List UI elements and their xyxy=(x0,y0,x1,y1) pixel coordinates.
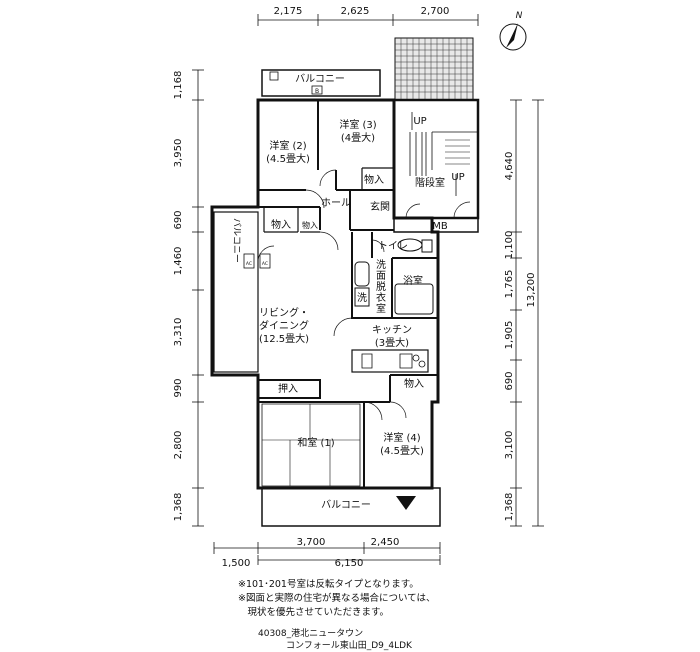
note-line-3: 現状を優先させていただきます。 xyxy=(238,607,390,618)
western2-label-2: (4.5畳大) xyxy=(266,152,310,165)
credit-line-2: コンフォール東山田_D9_4LDK xyxy=(286,641,412,651)
closet-b-label: 物入 xyxy=(302,220,318,230)
dim-right-total: 13,200 xyxy=(526,273,537,308)
stair-up-label-1: UP xyxy=(413,116,426,127)
bath-label: 浴室 xyxy=(403,274,423,287)
dim-left-7: 2,800 xyxy=(173,431,184,460)
japanese1-label: 和室 (1) xyxy=(297,436,334,449)
dim-right-2: 1,100 xyxy=(504,231,515,260)
dim-left-3: 690 xyxy=(173,210,184,229)
dim-right-1: 4,640 xyxy=(504,152,515,181)
ac-label-2: AC xyxy=(262,261,268,267)
western3-label-1: 洋室 (3) xyxy=(339,118,376,131)
dim-left-4: 1,460 xyxy=(173,247,184,276)
entrance-label: 玄関 xyxy=(370,200,390,213)
toilet-label: トイレ xyxy=(378,241,408,252)
dimension-lines xyxy=(192,14,544,565)
western3-label-2: (4畳大) xyxy=(341,131,375,144)
balcony-side-label: バルコニー xyxy=(231,218,242,263)
balcony-bottom-label: バルコニー xyxy=(321,499,371,511)
note-line-2: ※図面と実際の住宅が異なる場合については、 xyxy=(238,593,436,604)
ac-label-1: AC xyxy=(246,261,252,267)
western4-label-2: (4.5畳大) xyxy=(380,444,424,457)
credit-line-1: 40308_港北ニュータウン xyxy=(258,629,364,639)
western2-label-1: 洋室 (2) xyxy=(269,139,306,152)
washroom-label-5: 室 xyxy=(376,302,386,315)
mb-label: MB xyxy=(432,221,448,232)
stair-room-label: 階段室 xyxy=(415,176,445,189)
stair-up-label-2: UP xyxy=(451,172,464,183)
washroom-label-2: 面 xyxy=(376,271,386,282)
washroom-label-3: 脱 xyxy=(376,280,386,293)
oshiire-label: 押入 xyxy=(278,382,298,395)
kitchen-label-2: (3畳大) xyxy=(375,336,409,349)
note-line-1: ※101･201号室は反転タイプとなります。 xyxy=(238,579,419,590)
washroom-label-1: 洗 xyxy=(376,259,386,271)
stair-landing-grid xyxy=(394,37,474,101)
credit: 40308_港北ニュータウン コンフォール東山田_D9_4LDK xyxy=(258,628,412,652)
living-label-2: ダイニング xyxy=(259,319,309,332)
notes: ※101･201号室は反転タイプとなります。 ※図面と実際の住宅が異なる場合につ… xyxy=(238,578,698,620)
western4-label-1: 洋室 (4) xyxy=(383,431,420,444)
dim-left-2: 3,950 xyxy=(173,139,184,168)
dim-right-3: 1,765 xyxy=(504,270,515,299)
living-label-3: (12.5畳大) xyxy=(259,332,309,345)
walls xyxy=(210,69,480,527)
balcony-b-label: B xyxy=(315,88,319,95)
north-label: N xyxy=(516,11,523,21)
dim-right-4: 1,905 xyxy=(504,321,515,350)
dim-top-1: 2,175 xyxy=(274,6,303,17)
dim-left-6: 990 xyxy=(173,378,184,397)
dim-bottom-left: 1,500 xyxy=(222,558,251,569)
down-arrow-icon xyxy=(396,496,416,510)
balcony-top-label: バルコニー xyxy=(295,73,345,85)
kitchen-label-1: キッチン xyxy=(372,324,412,336)
dim-bottom-2: 2,450 xyxy=(371,537,400,548)
closet-a-label: 物入 xyxy=(271,218,291,231)
dim-top-3: 2,700 xyxy=(421,6,450,17)
living-label-1: リビング・ xyxy=(259,306,309,319)
dim-right-6: 3,100 xyxy=(504,431,515,460)
dim-right-7: 1,368 xyxy=(504,493,515,522)
dim-right-5: 690 xyxy=(504,371,515,390)
hall-label: ホール xyxy=(321,197,351,209)
dim-left-5: 3,310 xyxy=(173,318,184,347)
washroom-label-4: 衣 xyxy=(376,291,386,304)
dim-bottom-1: 3,700 xyxy=(297,537,326,548)
dim-left-1: 1,168 xyxy=(173,71,184,100)
closet-w3-label: 物入 xyxy=(364,173,384,186)
north-compass-icon xyxy=(499,23,527,51)
dim-top-2: 2,625 xyxy=(341,6,370,17)
closet-k-label: 物入 xyxy=(404,377,424,390)
wash-label: 洗 xyxy=(357,292,367,304)
ac-units xyxy=(243,71,323,269)
dim-bottom-total: 6,150 xyxy=(335,558,364,569)
dim-left-8: 1,368 xyxy=(173,493,184,522)
